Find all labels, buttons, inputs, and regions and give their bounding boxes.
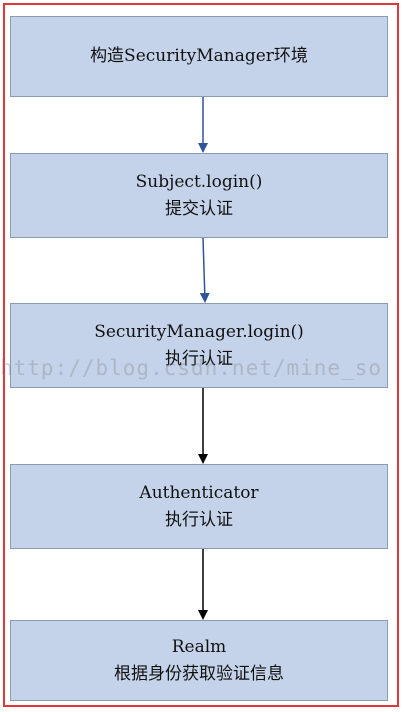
step-4-label: Authenticator xyxy=(139,483,259,504)
step-realm: Realm 根据身份获取验证信息 xyxy=(10,620,388,701)
step-subject-login: Subject.login() 提交认证 xyxy=(10,153,388,238)
step-4-sublabel: 执行认证 xyxy=(165,509,233,530)
step-authenticator: Authenticator 执行认证 xyxy=(10,464,388,549)
step-build-securitymanager: 构造SecurityManager环境 xyxy=(10,16,388,97)
step-5-sublabel: 根据身份获取验证信息 xyxy=(114,663,284,684)
step-3-sublabel: 执行认证 xyxy=(165,348,233,369)
step-1-label: 构造SecurityManager环境 xyxy=(90,46,308,67)
step-3-label: SecurityManager.login() xyxy=(94,322,304,343)
step-2-label: Subject.login() xyxy=(135,172,263,193)
step-securitymanager-login: SecurityManager.login() 执行认证 xyxy=(10,303,388,388)
step-5-label: Realm xyxy=(171,637,227,658)
step-2-sublabel: 提交认证 xyxy=(165,198,233,219)
